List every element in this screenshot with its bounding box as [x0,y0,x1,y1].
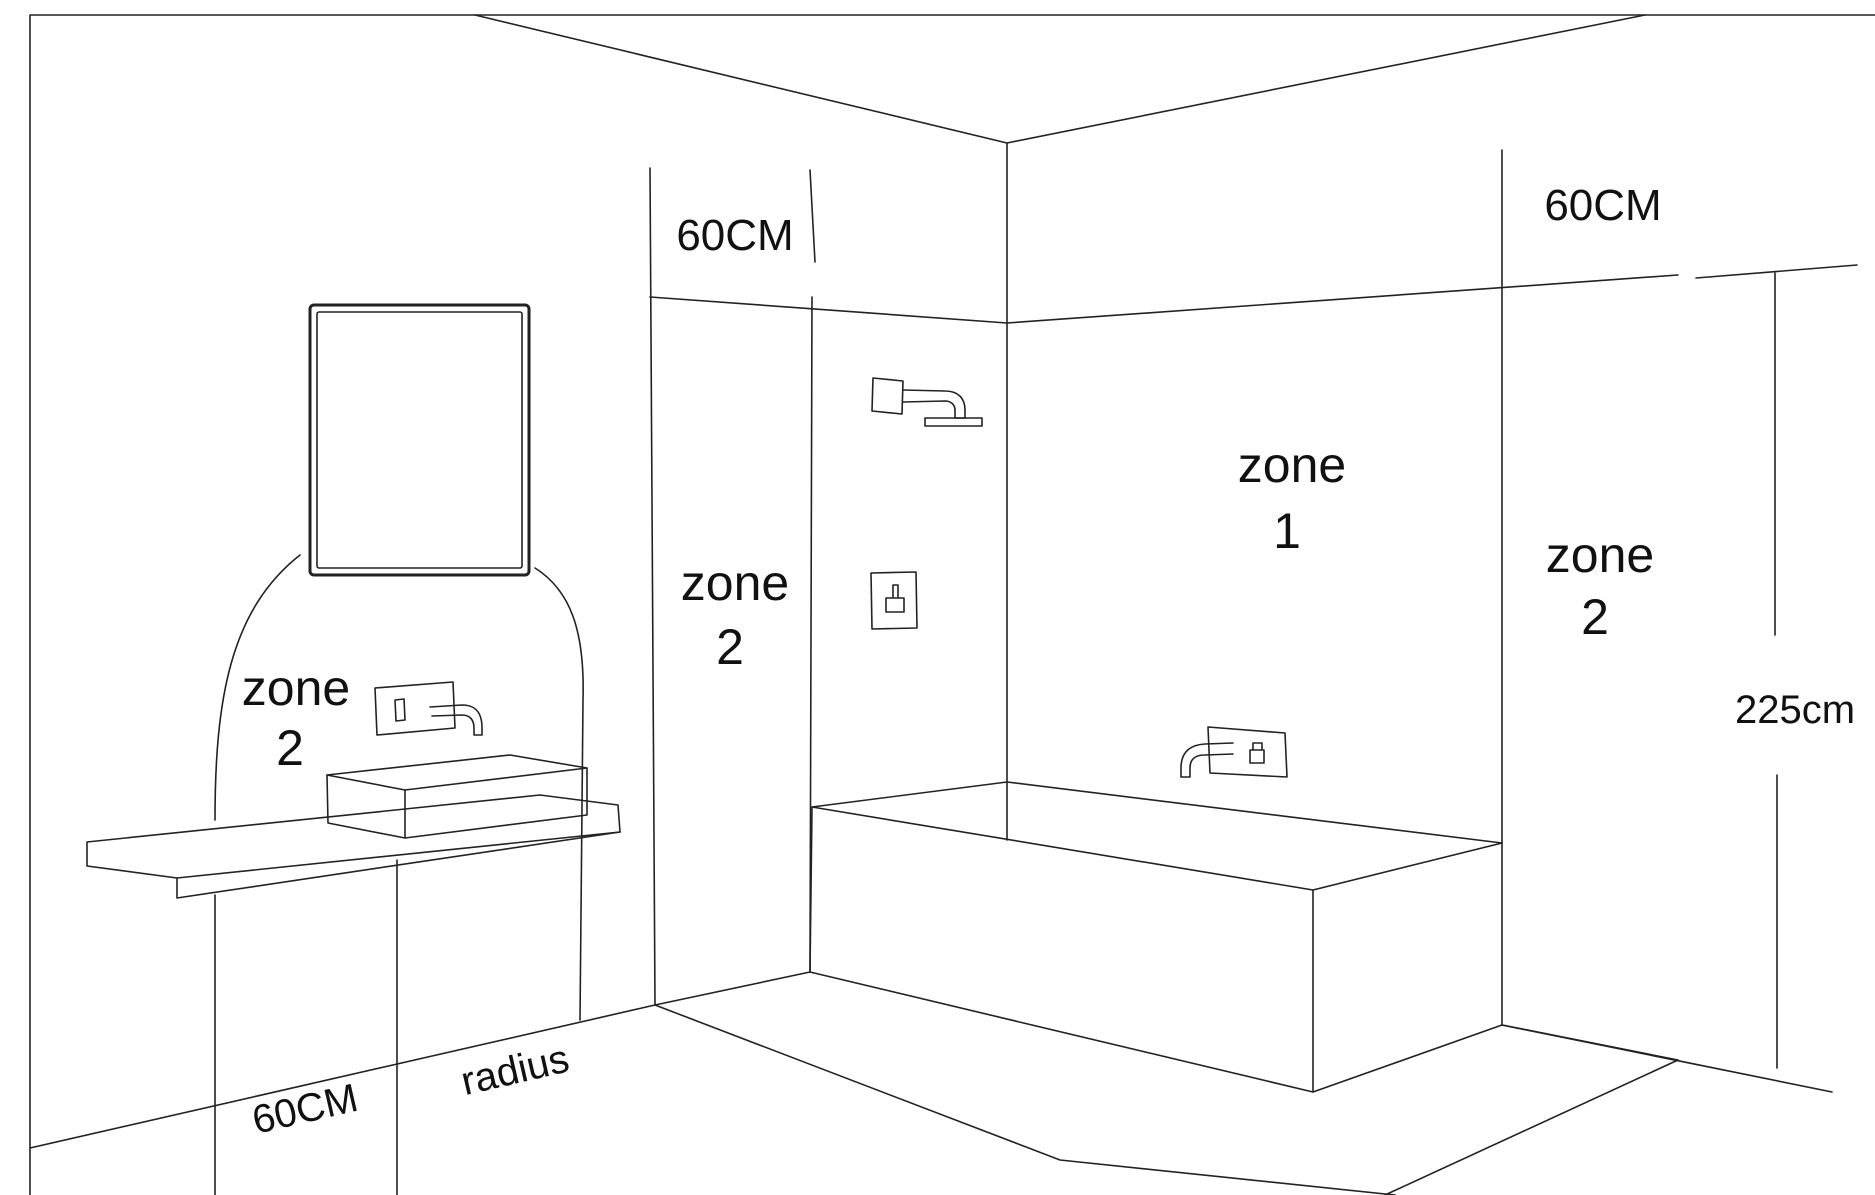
zone1-number: 1 [1273,503,1301,559]
bathtub [809,781,1503,1093]
bath-tap-handle [1249,742,1265,764]
shower-head-rose [924,417,983,427]
left-floor-line [29,971,811,1149]
dimension-60cm-floor: 60CM [248,1076,362,1143]
bath-tap-icon [1180,726,1288,778]
shower-head-plate [871,377,904,415]
mirror-frame-inner [316,311,523,569]
basin-tap-plate [374,681,456,736]
dimension-60cm-top-right: 60CM [1544,181,1661,230]
labels: zone 2 zone 2 zone 1 zone 2 60CM 60CM 22… [242,181,1855,1143]
bath-tap-plate [1207,726,1288,778]
bathtub-front [809,806,1314,1093]
bathtub-rim [811,781,1503,891]
bath-tap-spout [1180,742,1234,778]
shower-valve-icon [870,571,918,630]
shelf-edge [176,831,621,899]
shower-valve-plate [870,571,918,630]
basin-body [326,767,588,839]
mirror-frame-outer [308,303,531,577]
basin-tap-spout [429,704,483,736]
basin-top [326,754,588,791]
floor-zone-line [1384,1024,1679,1195]
vanity-shelf [86,794,621,899]
shelf-top [86,794,621,879]
zone2-right-number: 2 [1581,589,1609,645]
dimension-60cm-top-left: 60CM [676,211,793,260]
room-structure [29,14,1875,1195]
zone2-left-boundary [649,167,656,1006]
basin-icon [326,754,588,839]
basin-zone-arch [214,554,584,1021]
zone2-left-number: 2 [716,619,744,675]
basin-tap-icon [374,681,483,736]
shower-edge-line [809,169,816,973]
frame-line [29,14,1875,1195]
zone2-right-word: zone [1546,527,1654,583]
basin-tap-handle [394,698,406,722]
shower-head-arm [902,389,966,419]
ceiling-line [474,14,1646,144]
dimension-225cm: 225cm [1735,688,1855,732]
zone-boundaries [214,149,1858,1195]
zone-height-line-right [1006,264,1858,324]
zone2-left-word: zone [681,555,789,611]
mirror-icon [308,303,531,577]
height-dimension-line [1774,272,1778,1069]
bathtub-side [1312,1024,1503,1093]
shower-valve-handle [885,584,905,613]
front-floor-line [654,1004,1396,1195]
shower-head-icon [871,377,983,427]
zone1-word: zone [1238,437,1346,493]
zone2-basin-word: zone [242,660,350,716]
zone-height-line-left [649,296,1008,324]
zone2-basin-number: 2 [276,720,304,776]
